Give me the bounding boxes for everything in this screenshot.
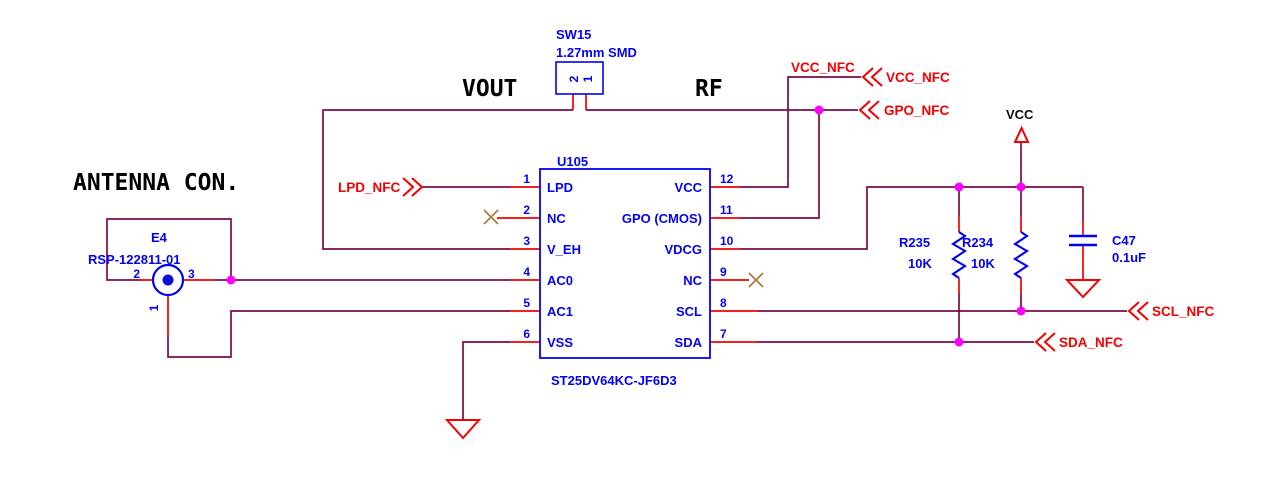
chip-left-pin-stubs — [497, 186, 540, 343]
resistor-value-r234: 10K — [971, 256, 995, 271]
capacitor-value-c47: 0.1uF — [1112, 250, 1146, 265]
resistor-zigzag-r235 — [951, 231, 967, 279]
netflag-chevron-icon-lpd-nfc — [402, 177, 424, 197]
connector-e4: E4 RSP-122811-01 2 3 1 — [88, 230, 195, 311]
chip-pin-name-scl: SCL — [676, 304, 702, 319]
chip-pin-name-sda: SDA — [675, 335, 703, 350]
junction-dot — [1016, 182, 1026, 192]
junction-dot — [814, 105, 824, 115]
ground-icon-vss — [444, 419, 482, 440]
netflag-label-vcc-nfc: VCC_NFC — [886, 70, 950, 85]
chip-pin-name-nc-right: NC — [683, 273, 702, 288]
passives-labels: R235 10K R234 10K C47 0.1uF — [899, 233, 1146, 271]
netflag-label-scl-nfc: SCL_NFC — [1152, 304, 1215, 319]
wire-antenna-top-loop — [106, 218, 232, 281]
net-flags: LPD_NFC VCC_NFC VCC_NFC GPO_NFC SCL_NFC … — [338, 60, 1215, 350]
chip-pin-number-7: 7 — [720, 327, 727, 341]
chip-u105: U105 ST25DV64KC-JF6D3 1 2 3 4 5 6 LPD NC… — [523, 154, 733, 388]
chip-pin-number-2: 2 — [523, 203, 530, 217]
wire-vdcg-rail — [740, 186, 1083, 250]
resistor-leads — [958, 216, 1022, 294]
netflag-label-sda-nfc: SDA_NFC — [1059, 335, 1123, 350]
netflag-chevron-icon-vcc-nfc — [861, 67, 883, 87]
chip-pin-number-10: 10 — [720, 234, 734, 248]
no-connect-icon-pin9 — [748, 272, 764, 288]
connector-pin-stubs — [140, 279, 214, 337]
wires — [106, 76, 1127, 419]
net-name-vout: VOUT — [462, 76, 517, 102]
vcc-power-label: VCC — [1006, 107, 1034, 122]
ground-icon-c47 — [1064, 279, 1102, 299]
connector-pin-2: 2 — [133, 267, 140, 281]
chip-pin-number-3: 3 — [523, 234, 530, 248]
page-title: ANTENNA CON. — [73, 170, 239, 196]
wire-gpo — [740, 110, 820, 219]
chip-ref: U105 — [557, 154, 588, 169]
net-wire-label-vcc-nfc: VCC_NFC — [791, 60, 855, 75]
component-symbols — [151, 61, 1097, 359]
switch-pin-stubs — [572, 94, 587, 110]
connector-pin-3: 3 — [188, 267, 195, 281]
chip-pin-number-1: 1 — [523, 172, 530, 186]
netflag-chevron-icon-gpo-nfc — [858, 100, 880, 120]
chip-pin-name-lpd: LPD — [547, 180, 573, 195]
junction-dot — [954, 337, 964, 347]
chip-pin-name-gpo: GPO (CMOS) — [622, 211, 702, 226]
chip-pin-name-veh: V_EH — [547, 242, 581, 257]
capacitor-plates-icon — [1069, 234, 1097, 247]
no-connect-marks — [483, 209, 764, 288]
wire-ac1-antenna-bottom — [167, 310, 510, 358]
net-name-rf: RF — [695, 76, 723, 102]
switch-pin-1: 1 — [581, 75, 595, 82]
chip-pin-name-vdcg: VDCG — [664, 242, 702, 257]
junction-dot — [226, 275, 236, 285]
chip-pin-number-6: 6 — [523, 327, 530, 341]
connector-pin-1: 1 — [147, 304, 161, 311]
resistor-zigzag-r234 — [1013, 231, 1029, 279]
vcc-power-icon — [1013, 125, 1030, 143]
coax-center-pin-icon — [162, 274, 174, 286]
netflag-label-lpd-nfc: LPD_NFC — [338, 180, 401, 195]
resistor-ref-r234: R234 — [962, 235, 994, 250]
netflag-label-gpo-nfc: GPO_NFC — [884, 103, 950, 118]
chip-pin-name-vss: VSS — [547, 335, 573, 350]
wire-vss-ground — [462, 341, 510, 419]
chip-pin-name-nc-left: NC — [547, 211, 566, 226]
netflag-chevron-icon-scl-nfc — [1127, 301, 1149, 321]
netflag-chevron-icon-sda-nfc — [1034, 332, 1056, 352]
chip-pin-number-4: 4 — [523, 265, 530, 279]
connector-part-number: RSP-122811-01 — [88, 252, 181, 267]
pin-stubs — [140, 94, 1084, 343]
chip-pin-number-11: 11 — [720, 203, 733, 217]
switch-description: 1.27mm SMD — [556, 45, 637, 60]
chip-part-number: ST25DV64KC-JF6D3 — [551, 373, 677, 388]
resistor-value-r235: 10K — [908, 256, 932, 271]
switch-sw15: SW15 1.27mm SMD 2 1 — [556, 27, 637, 82]
chip-pin-number-8: 8 — [720, 296, 727, 310]
junction-dot — [954, 182, 964, 192]
chip-pin-name-ac1: AC1 — [547, 304, 573, 319]
chip-pin-name-vcc: VCC — [675, 180, 703, 195]
chip-pin-number-12: 12 — [720, 172, 734, 186]
wire-veh-vout — [322, 109, 573, 250]
junction-dots — [226, 105, 1026, 347]
resistor-ref-r235: R235 — [899, 235, 930, 250]
wire-vcc-pin12 — [740, 76, 861, 188]
connector-ref: E4 — [151, 230, 168, 245]
junction-dot — [1016, 306, 1026, 316]
chip-right-pin-stubs — [710, 186, 758, 343]
switch-ref: SW15 — [556, 27, 591, 42]
chip-pin-name-ac0: AC0 — [547, 273, 573, 288]
switch-pin-2: 2 — [567, 75, 581, 82]
chip-pin-number-5: 5 — [523, 296, 530, 310]
chip-pin-number-9: 9 — [720, 265, 727, 279]
coax-connector-icon — [151, 263, 185, 297]
capacitor-ref-c47: C47 — [1112, 233, 1136, 248]
power-symbols — [402, 67, 1149, 440]
switch-body — [555, 61, 604, 95]
no-connect-icon-pin2 — [483, 209, 499, 225]
chip-body — [539, 168, 711, 359]
